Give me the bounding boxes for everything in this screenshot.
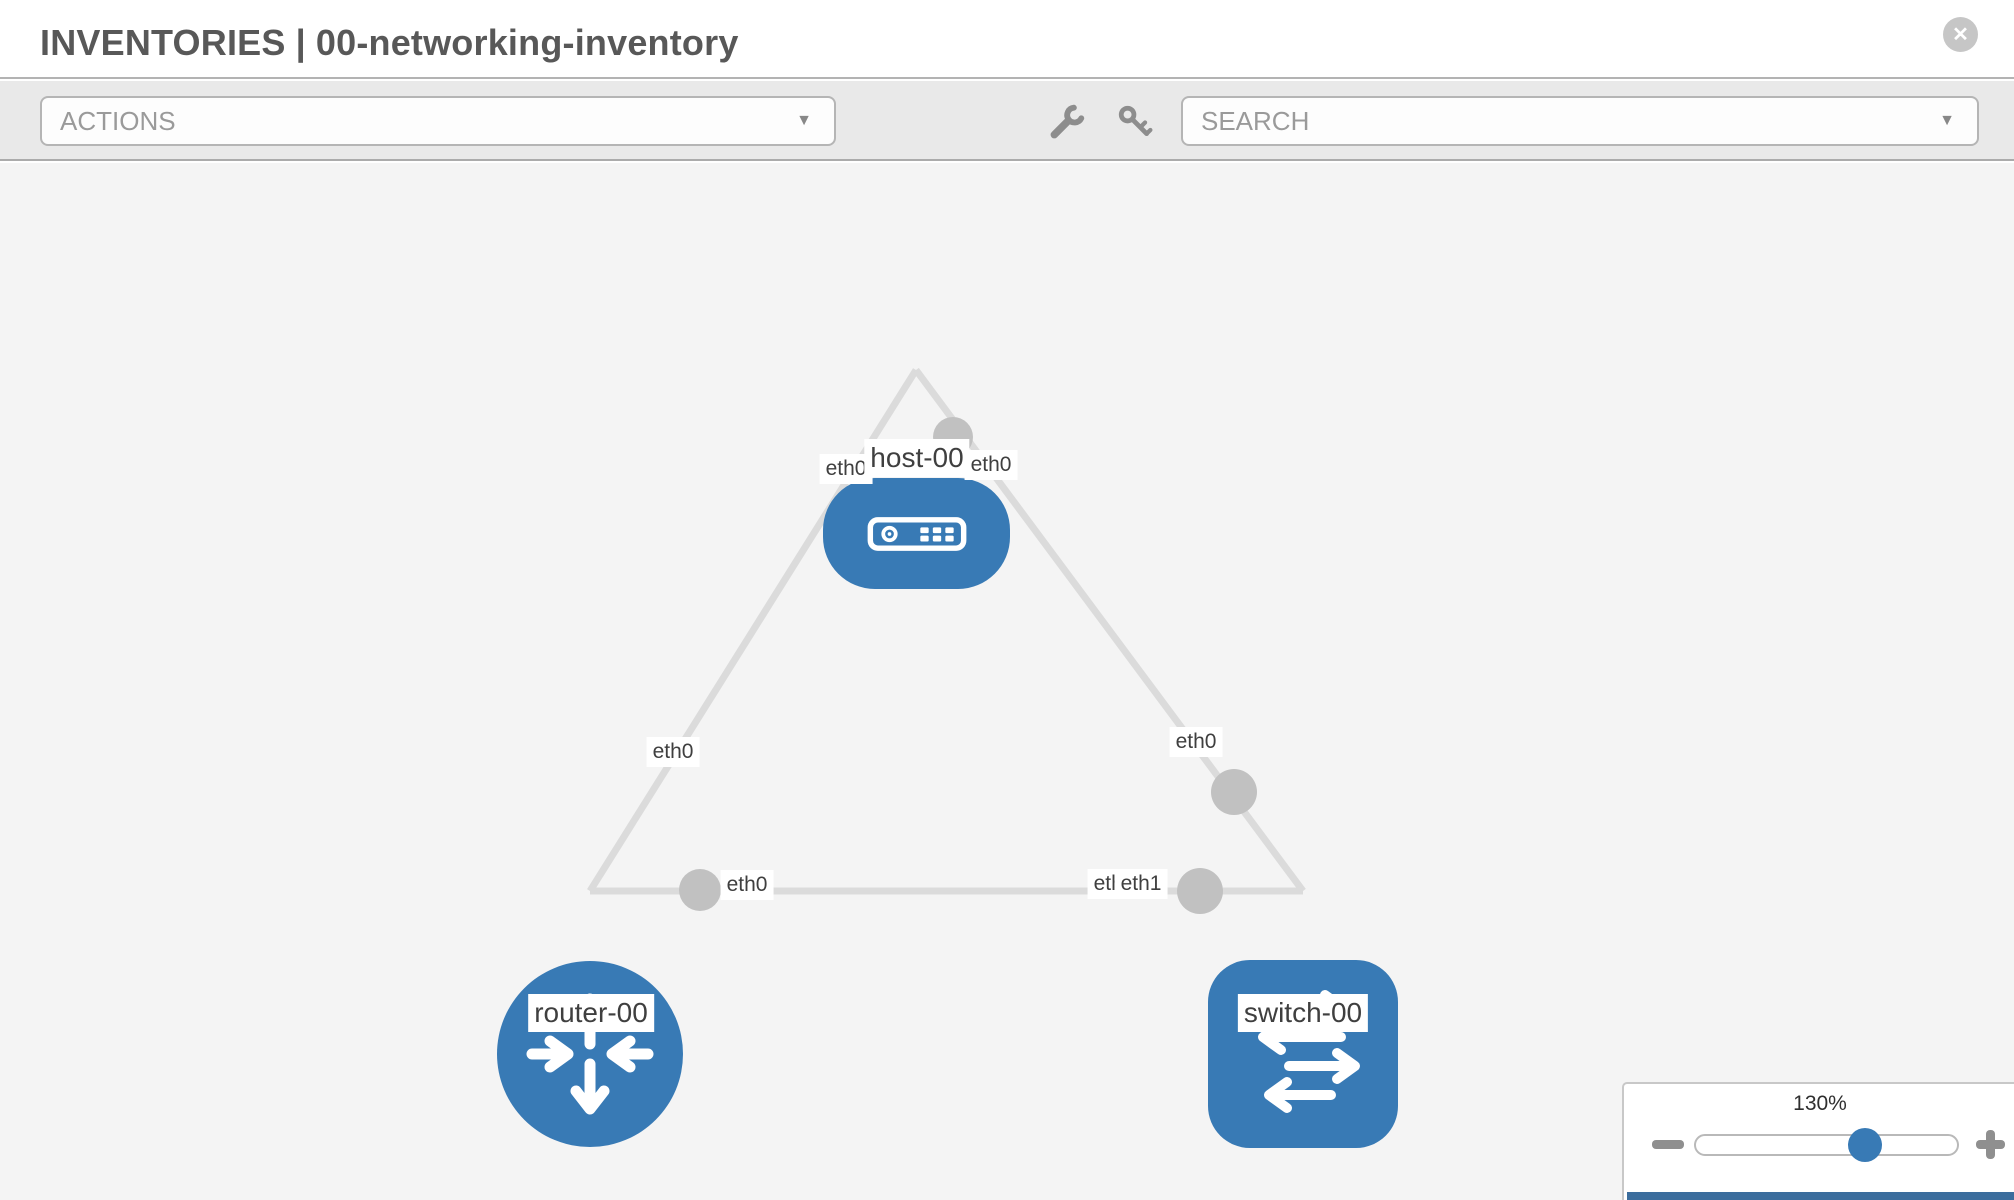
page-title: INVENTORIES|00-networking-inventory — [40, 22, 739, 64]
interface-label: eth1 — [1114, 869, 1168, 899]
zoom-slider-thumb[interactable] — [1848, 1128, 1882, 1162]
link-line-host-switch — [913, 367, 1306, 894]
close-icon: ✕ — [1952, 23, 1969, 46]
interface-label: eth0 — [720, 870, 774, 900]
search-dropdown-label: SEARCH — [1201, 105, 1310, 136]
actions-dropdown-label: ACTIONS — [60, 105, 176, 136]
zoom-in-plus-button[interactable] — [1976, 1130, 2005, 1159]
title-section: INVENTORIES — [40, 22, 286, 63]
search-dropdown[interactable]: SEARCH ▼ — [1181, 96, 1979, 146]
interface-label: eth0 — [819, 454, 873, 484]
interface-label: eth0 — [1169, 727, 1223, 757]
interface-dot — [679, 869, 721, 911]
title-inventory-name: 00-networking-inventory — [315, 22, 739, 63]
key-icon — [1118, 105, 1153, 137]
wrench-icon-button[interactable] — [1049, 104, 1085, 140]
actions-dropdown[interactable]: ACTIONS ▼ — [40, 96, 836, 146]
chevron-down-icon: ▼ — [796, 112, 812, 129]
plus-icon — [1986, 1130, 1995, 1159]
title-separator: | — [295, 22, 306, 63]
interface-label: eth0 — [646, 737, 700, 767]
zoom-out-minus-button[interactable] — [1652, 1140, 1684, 1149]
interface-dot — [1211, 769, 1257, 815]
close-button[interactable]: ✕ — [1943, 17, 1978, 52]
zoom-level-value: 130% — [1793, 1092, 1847, 1115]
node-router-00[interactable] — [497, 961, 683, 1147]
chevron-down-icon: ▼ — [1939, 112, 1955, 129]
bottom-blue-bar — [1627, 1192, 2014, 1200]
node-label-router-00: router-00 — [528, 994, 654, 1032]
node-host-00[interactable] — [823, 478, 1010, 589]
topology-canvas[interactable]: eth0 host-00 eth0 eth0 eth0 eth0 eth0 et… — [0, 163, 2014, 1200]
node-label-host-00: host-00 — [864, 439, 970, 477]
header-bar: INVENTORIES|00-networking-inventory ✕ — [0, 0, 2014, 79]
node-label-switch-00: switch-00 — [1237, 994, 1369, 1032]
interface-label: eth0 — [964, 450, 1018, 480]
node-switch-00[interactable] — [1208, 960, 1398, 1148]
interface-dot — [1177, 868, 1223, 914]
key-icon-button[interactable] — [1117, 104, 1153, 140]
zoom-slider-track[interactable] — [1694, 1134, 1959, 1156]
toolbar: ACTIONS ▼ SEARCH ▼ — [0, 81, 2014, 161]
zoom-control-panel: 130% — [1622, 1082, 2014, 1200]
wrench-icon — [1050, 104, 1085, 139]
host-icon — [867, 516, 966, 551]
